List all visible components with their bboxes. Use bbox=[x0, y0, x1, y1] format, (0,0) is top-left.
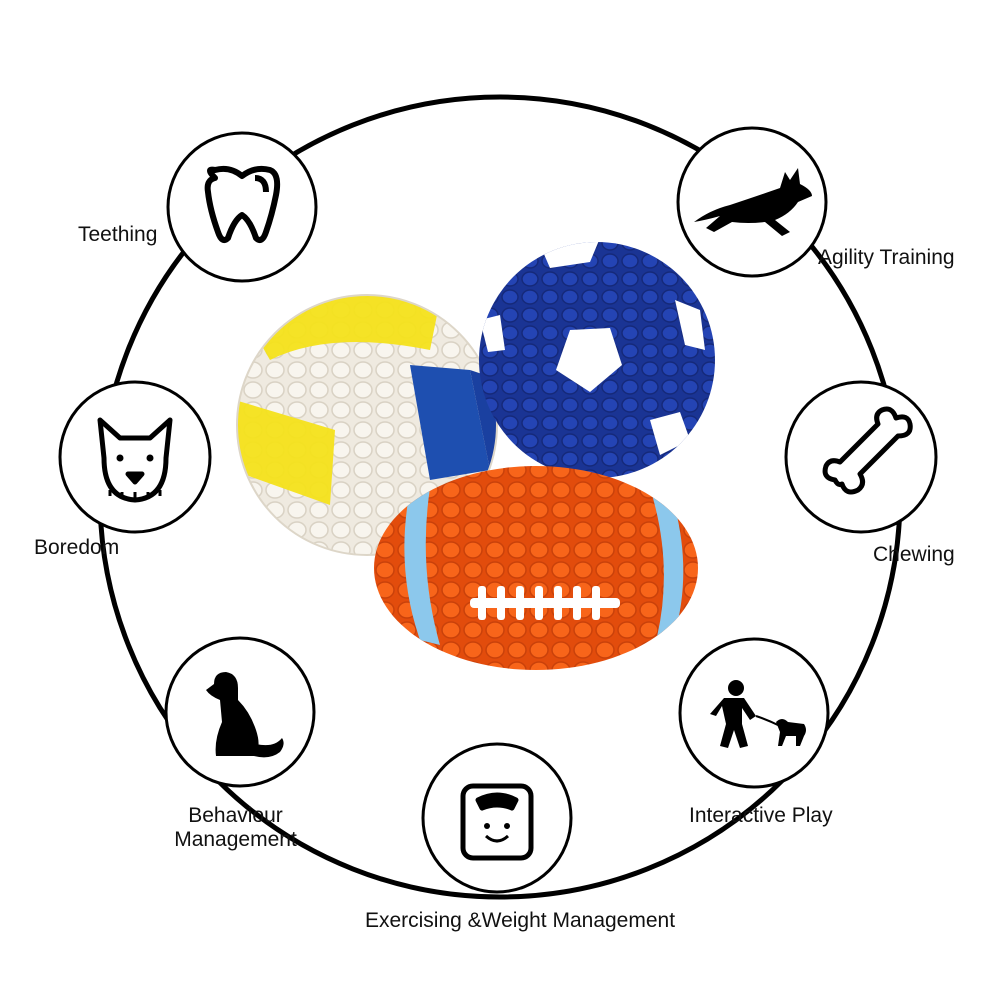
label-agility-training: Agility Training bbox=[818, 246, 955, 269]
running-dog-icon bbox=[694, 168, 812, 236]
benefit-node-exercising-weight-management bbox=[421, 742, 573, 894]
person-walking-dog-icon bbox=[710, 680, 806, 748]
benefit-node-interactive-play bbox=[678, 637, 830, 789]
label-management: Management bbox=[174, 828, 297, 851]
soccer-ball-toy bbox=[479, 242, 715, 478]
sitting-dog-icon bbox=[206, 672, 284, 758]
benefit-node-behaviour-management bbox=[164, 636, 316, 788]
football-toy bbox=[374, 466, 698, 670]
benefit-node-agility-training bbox=[676, 126, 828, 278]
volleyball-toy bbox=[236, 294, 498, 556]
label-exercising-weight-management: Exercising &Weight Management bbox=[364, 909, 676, 932]
label-behaviour: Behaviour bbox=[188, 804, 283, 827]
label-teething: Teething bbox=[78, 223, 158, 246]
dog-face-icon bbox=[97, 417, 173, 503]
weighing-scale-icon bbox=[460, 783, 534, 861]
benefit-node-boredom bbox=[58, 380, 212, 534]
label-chewing: Chewing bbox=[873, 543, 955, 566]
label-interactive-play: Interactive Play bbox=[689, 804, 833, 827]
benefit-node-teething bbox=[166, 131, 318, 283]
product-image bbox=[236, 242, 715, 670]
label-boredom: Boredom bbox=[34, 536, 120, 559]
benefit-node-chewing bbox=[784, 380, 938, 534]
tooth-icon bbox=[204, 165, 281, 243]
bone-icon bbox=[822, 406, 913, 495]
